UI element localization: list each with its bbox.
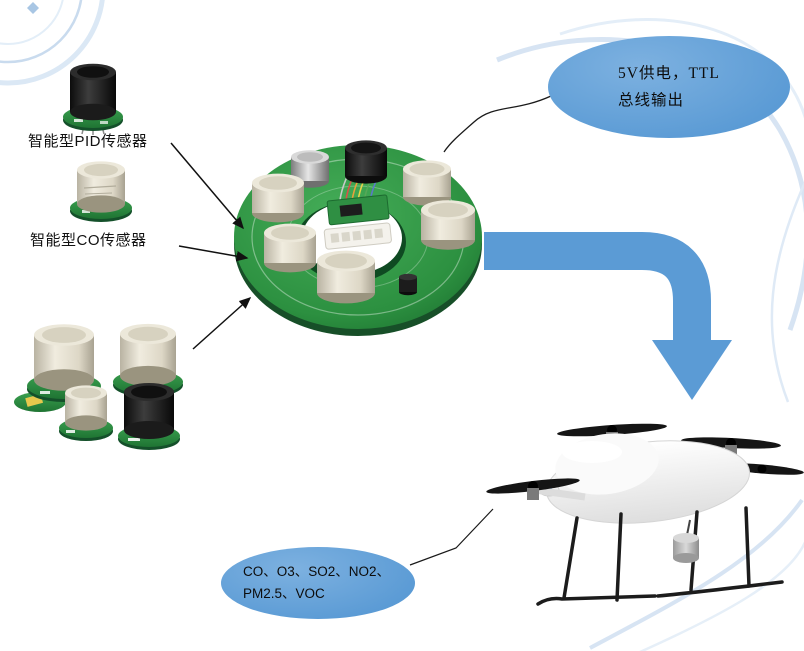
gases-callout-line1: CO、O3、SO2、NO2、 bbox=[243, 564, 391, 579]
ring-sensor-white-left bbox=[252, 173, 304, 223]
ring-sensor-white-bottom bbox=[317, 250, 375, 304]
corner-decoration-top-left bbox=[0, 0, 105, 86]
flow-arrow bbox=[484, 232, 732, 400]
drone-photo bbox=[486, 423, 804, 606]
co-sensor-photo bbox=[70, 161, 132, 222]
ring-sensor-white-upper-right bbox=[403, 160, 451, 206]
power-callout-line2: 总线输出 bbox=[618, 92, 685, 109]
power-callout-line1: 5V供电，TTL bbox=[618, 65, 720, 82]
sensor-ring-board bbox=[234, 140, 482, 336]
ring-sensor-black bbox=[345, 140, 387, 184]
ring-sensor-white-right bbox=[421, 200, 475, 250]
power-callout: 5V供电，TTL 总线输出 bbox=[548, 36, 790, 138]
co-sensor-label: 智能型CO传感器 bbox=[30, 232, 147, 249]
edge-decoration-right bbox=[496, 18, 804, 651]
gases-callout-line2: PM2.5、VOC bbox=[243, 586, 325, 601]
gases-callout-connector bbox=[409, 508, 494, 566]
gases-callout: CO、O3、SO2、NO2、 PM2.5、VOC bbox=[221, 547, 415, 619]
ring-sensor-white-lower-left bbox=[264, 223, 316, 273]
pointer-arrow-co bbox=[178, 245, 249, 262]
sensor-cluster-photo bbox=[14, 323, 183, 450]
power-callout-connector bbox=[443, 95, 552, 153]
ring-transistor bbox=[399, 273, 417, 296]
pointer-arrows bbox=[170, 142, 252, 350]
pointer-arrow-pid bbox=[170, 142, 244, 230]
diamond-ornament bbox=[27, 2, 39, 14]
pid-sensor-photo bbox=[63, 63, 123, 135]
drone-pod bbox=[673, 519, 699, 563]
pointer-arrow-cluster bbox=[192, 296, 252, 350]
center-module bbox=[323, 194, 392, 250]
pid-sensor-label: 智能型PID传感器 bbox=[28, 133, 148, 150]
